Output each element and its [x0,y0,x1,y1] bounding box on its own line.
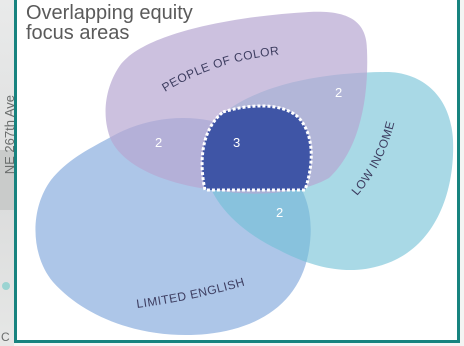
map-label-fragment: C [1,330,10,344]
diagram-title: Overlapping equity focus areas [26,2,193,44]
count-poc-low-income: 2 [335,85,342,100]
count-all-three: 3 [233,135,240,150]
venn-diagram: PEOPLE OF COLOR LOW INCOME LIMITED ENGLI… [35,11,454,336]
map-marker [2,282,10,290]
count-low-income-limited-english: 2 [276,205,283,220]
count-poc-limited-english: 2 [155,135,162,150]
triple-overlap-region [200,104,313,192]
background-map: NE 267th Ave C [0,0,17,346]
map-road [0,150,14,210]
diagram-panel: Overlapping equity focus areas PEOPLE OF… [14,0,460,343]
